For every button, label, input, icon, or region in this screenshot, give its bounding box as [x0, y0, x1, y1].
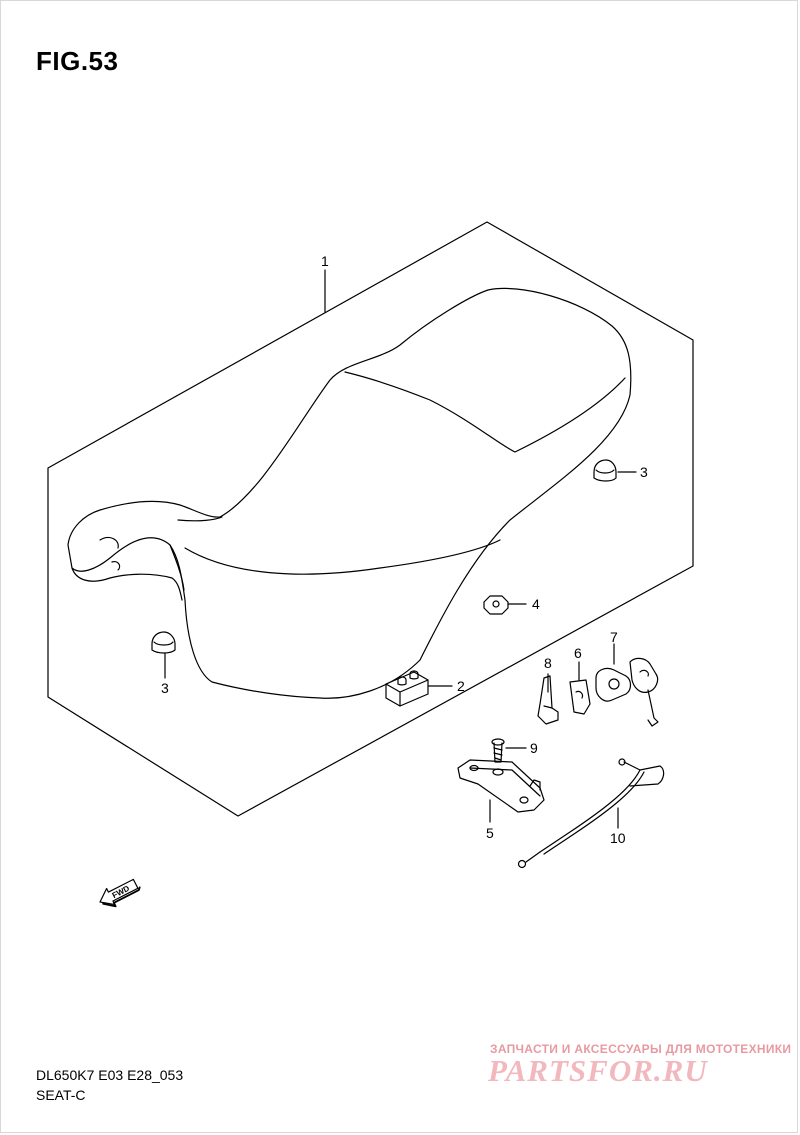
figure-title: FIG.53: [36, 46, 119, 76]
lock-cable-part-10: [517, 758, 665, 869]
cushion-part-3-left: [151, 631, 176, 654]
clip-part-8: [537, 675, 559, 725]
callout-8: 8: [544, 655, 552, 671]
screw-part-9: [491, 738, 505, 763]
callout-3-left: 3: [161, 680, 169, 696]
callout-2: 2: [457, 678, 465, 694]
bracket-part-6: [569, 679, 591, 715]
damper-part-2: [385, 670, 429, 707]
callout-10: 10: [610, 830, 626, 846]
fwd-arrow-icon: FWD: [99, 878, 141, 908]
seat-lock-part-7: [595, 657, 659, 727]
lock-bracket-part-5: [457, 759, 545, 813]
callout-6: 6: [574, 645, 582, 661]
callout-7: 7: [610, 629, 618, 645]
cushion-part-3-right: [593, 459, 617, 482]
callout-5: 5: [486, 825, 494, 841]
seat-part-1: [67, 287, 632, 699]
callout-4: 4: [532, 596, 540, 612]
watermark-logo: PARTSFOR.RU: [488, 1053, 708, 1088]
section-name: SEAT-C: [36, 1087, 86, 1103]
watermark-tagline: ЗАПЧАСТИ И АКСЕССУАРЫ ДЛЯ МОТОТЕХНИКИ: [490, 1042, 792, 1056]
callout-3-right: 3: [640, 464, 648, 480]
callout-9: 9: [530, 740, 538, 756]
callout-1: 1: [321, 253, 329, 269]
assembly-boundary: [47, 221, 694, 817]
nut-part-4: [483, 595, 509, 615]
model-code: DL650K7 E03 E28_053: [36, 1067, 184, 1083]
